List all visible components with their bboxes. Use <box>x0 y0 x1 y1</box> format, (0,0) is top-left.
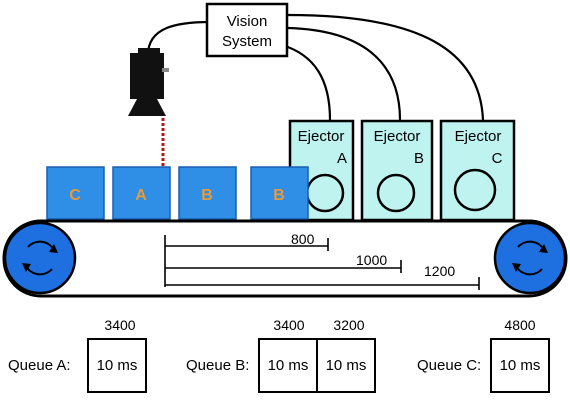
box-2-label: A <box>135 187 147 204</box>
queue-c-header-1: 4800 <box>504 317 535 333</box>
queue-a-header-1: 3400 <box>104 317 135 333</box>
ejector-c-letter: C <box>492 150 503 167</box>
queue-b-cell-1-text: 10 ms <box>268 357 309 374</box>
queue-b-header-2: 3200 <box>333 317 364 333</box>
ejector-a-title: Ejector <box>298 128 345 145</box>
distance-label-c: 1200 <box>424 263 455 279</box>
queue-b-header-1: 3400 <box>273 317 304 333</box>
box-4: B <box>250 166 309 220</box>
left-roller-icon <box>3 221 77 295</box>
right-roller-icon <box>493 221 567 295</box>
queue-a-cell-1-text: 10 ms <box>97 357 138 374</box>
queue-c-cell-1-text: 10 ms <box>500 357 541 374</box>
ejector-a-nozzle <box>305 173 345 213</box>
queue-a-cell-1 <box>87 338 147 393</box>
vision-cables <box>146 13 485 121</box>
distance-label-b: 1000 <box>356 252 387 268</box>
queue-b-label: Queue B: <box>186 357 249 374</box>
distance-markers <box>164 235 480 290</box>
distance-label-a: 800 <box>291 231 315 247</box>
queue-c-label: Queue C: <box>417 357 481 374</box>
ejector-c-title: Ejector <box>455 128 502 145</box>
camera-icon <box>128 48 169 116</box>
vision-system-line2: System <box>222 33 272 50</box>
ejector-c: Ejector C <box>439 119 516 222</box>
vision-system-box: Vision System <box>205 2 289 58</box>
queue-c-cell-1 <box>490 338 550 393</box>
ejector-b: Ejector B <box>360 119 434 222</box>
box-3: B <box>178 166 237 220</box>
ejector-b-letter: B <box>414 150 424 167</box>
ejector-b-title: Ejector <box>374 128 421 145</box>
box-1-label: C <box>69 187 81 204</box>
box-4-label: B <box>273 187 285 204</box>
vision-system-line1: Vision <box>227 13 268 30</box>
queue-b-cell-2 <box>316 338 376 393</box>
queue-a: Queue A: 3400 10 ms <box>8 317 147 393</box>
queue-b-cell-1 <box>258 338 318 393</box>
ejector-a-letter: A <box>337 150 347 167</box>
ejector-b-nozzle <box>376 173 416 213</box>
box-3-label: B <box>201 187 213 204</box>
ejector-c-nozzle <box>453 168 497 212</box>
queue-c: Queue C: 4800 10 ms <box>417 317 550 393</box>
queue-b-cell-2-text: 10 ms <box>326 357 367 374</box>
box-1: C <box>46 166 105 220</box>
box-2: A <box>112 166 171 220</box>
queue-b: Queue B: 3400 3200 10 ms 10 ms <box>186 317 376 393</box>
queue-a-label: Queue A: <box>8 357 71 374</box>
